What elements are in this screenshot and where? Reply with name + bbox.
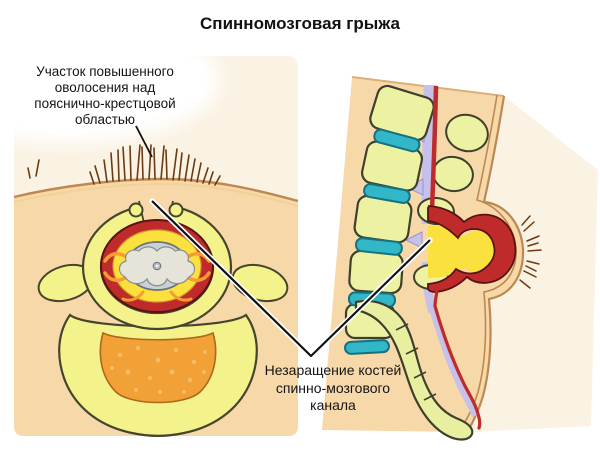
canal-defect-label: Незаращение костей спинно-мозгового кана… bbox=[238, 362, 428, 415]
label-line: оволосения над bbox=[54, 80, 156, 95]
defect-pointer-line bbox=[151, 200, 431, 358]
spinal-cord-cross-section bbox=[118, 241, 196, 291]
hair-patch-label: Участок повышенного оволосения над поясн… bbox=[6, 64, 204, 128]
skin-highlight bbox=[13, 182, 299, 207]
label-backdrop bbox=[0, 16, 221, 144]
vertebral-bodies bbox=[344, 84, 435, 340]
dura-line bbox=[429, 85, 439, 213]
sacrum bbox=[354, 299, 482, 441]
right-sagittal-diagram bbox=[322, 76, 598, 441]
hernia-dura-wall bbox=[427, 205, 517, 293]
hair-label-pointer bbox=[135, 125, 153, 158]
hernia-hairs bbox=[519, 215, 542, 289]
lamina-tip-right bbox=[168, 202, 184, 218]
right-panel-background bbox=[467, 96, 598, 432]
label-line: спинно-мозгового bbox=[275, 379, 391, 396]
label-line: Участок повышенного bbox=[36, 64, 174, 79]
skin-surface-line bbox=[13, 177, 299, 203]
sacral-dura-line bbox=[433, 304, 482, 430]
label-line: Незаращение костей bbox=[264, 362, 402, 378]
sacrum-segments bbox=[395, 323, 437, 401]
sacral-canal bbox=[429, 307, 477, 414]
spongy-bone bbox=[99, 331, 217, 404]
hair-tuft bbox=[27, 144, 221, 186]
page-title: Спинномозговая грыжа bbox=[200, 14, 400, 33]
label-line: пояснично-крестцовой bbox=[34, 96, 176, 111]
label-line: канала bbox=[310, 397, 356, 413]
label-line: областью bbox=[74, 112, 136, 127]
vertebra-bone bbox=[37, 195, 289, 438]
hernia-sac bbox=[427, 205, 542, 307]
lamina-tip-left bbox=[128, 202, 144, 218]
left-cross-section-diagram bbox=[0, 16, 299, 438]
pointer-lines bbox=[135, 125, 433, 359]
spongy-speckles bbox=[110, 345, 207, 395]
skin-outer-line bbox=[466, 95, 525, 433]
skin-inner-line bbox=[461, 94, 517, 427]
